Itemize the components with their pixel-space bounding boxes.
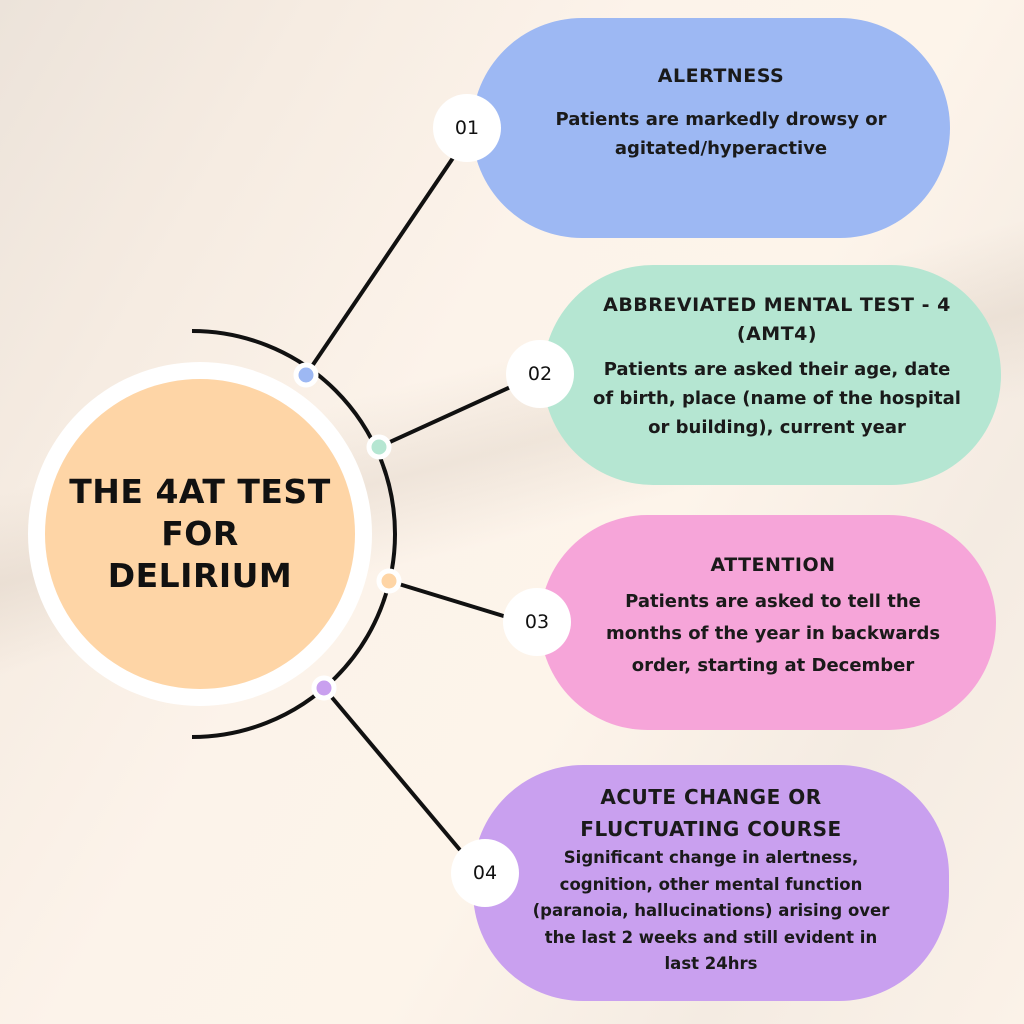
card-text: Patients are asked their age, date of bi… (593, 359, 961, 438)
node-dot-03 (376, 568, 402, 594)
card-heading: ATTENTION (710, 554, 836, 576)
card-text: Patients are markedly drowsy or agitated… (555, 109, 887, 159)
connector-line-01 (304, 153, 457, 377)
number-badge-04: 04 (451, 839, 519, 907)
card-amt4: ABBREVIATED MENTAL TEST - 4 (AMT4) Patie… (543, 265, 1001, 485)
card-heading: ALERTNESS (657, 65, 785, 87)
card-acute-change: ACUTE CHANGE OR FLUCTUATING COURSE Signi… (473, 765, 949, 1001)
number-badge-01: 01 (433, 94, 501, 162)
outer-arc (191, 329, 397, 739)
center-circle: THE 4AT TEST FOR DELIRIUM (28, 362, 372, 706)
number-badge-02: 02 (506, 340, 574, 408)
connector-line-02 (378, 383, 516, 449)
card-alertness: ALERTNESS Patients are markedly drowsy o… (472, 18, 950, 238)
node-dot-04 (311, 675, 337, 701)
card-text: Significant change in alertness, cogniti… (532, 848, 890, 973)
connector-line-04 (322, 686, 462, 852)
card-heading: ABBREVIATED MENTAL TEST - 4 (AMT4) (603, 294, 951, 345)
card-text: Patients are asked to tell the months of… (605, 591, 941, 676)
number-badge-03: 03 (503, 588, 571, 656)
node-dot-01 (293, 362, 319, 388)
node-dot-02 (366, 434, 392, 460)
card-attention: ATTENTION Patients are asked to tell the… (540, 515, 996, 730)
card-heading: ACUTE CHANGE OR FLUCTUATING COURSE (580, 785, 842, 841)
diagram-title: THE 4AT TEST FOR DELIRIUM (69, 472, 331, 595)
connector-line-03 (388, 579, 511, 620)
